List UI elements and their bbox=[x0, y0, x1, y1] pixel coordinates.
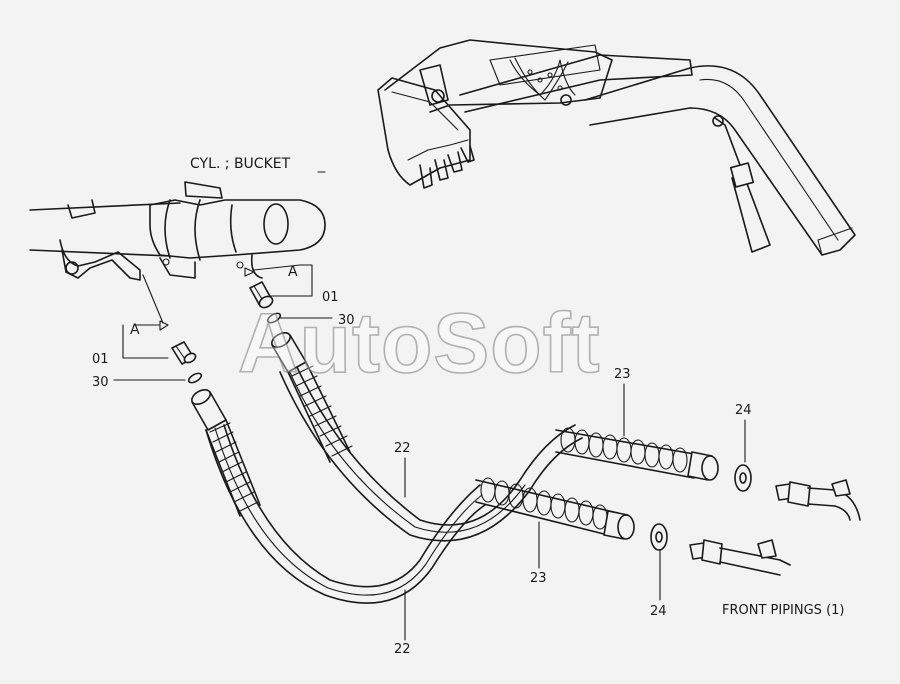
hose-23-lower bbox=[475, 477, 635, 540]
callout-23-upper: 23 bbox=[614, 367, 631, 382]
callout-22-upper: 22 bbox=[394, 441, 411, 456]
diagram-title: CYL. ; BUCKET bbox=[190, 156, 291, 172]
bucket-cylinder-illustration bbox=[29, 181, 326, 281]
washer-24-lower bbox=[650, 523, 668, 551]
pipe-end-lower bbox=[689, 539, 791, 576]
callout-01-left: 01 bbox=[92, 352, 109, 367]
view-marker-upper: A bbox=[288, 264, 298, 280]
callout-01-upper: 01 bbox=[322, 290, 339, 305]
excavator-arm-illustration bbox=[377, 39, 856, 256]
hose-23-upper bbox=[555, 427, 719, 481]
callout-24-upper: 24 bbox=[735, 403, 752, 418]
hose-22-lower bbox=[191, 388, 486, 604]
oring-30-upper bbox=[266, 312, 282, 324]
watermark-text: AutoSoft bbox=[238, 296, 601, 390]
fitting-01-left bbox=[171, 341, 197, 365]
hose-22-upper bbox=[271, 331, 583, 542]
view-marker-left: A bbox=[130, 322, 140, 338]
callout-23-lower: 23 bbox=[530, 571, 547, 586]
fitting-01-upper bbox=[249, 281, 274, 309]
washer-24-upper bbox=[734, 464, 752, 492]
callout-30-upper: 30 bbox=[338, 313, 355, 328]
reference-lines bbox=[113, 264, 746, 641]
callout-30-left: 30 bbox=[92, 375, 109, 390]
diagram-caption: FRONT PIPINGS (1) bbox=[722, 603, 844, 618]
oring-30-left bbox=[187, 372, 203, 384]
callout-22-lower: 22 bbox=[394, 642, 411, 657]
pipe-end-upper bbox=[775, 479, 861, 521]
callout-24-lower: 24 bbox=[650, 604, 667, 619]
